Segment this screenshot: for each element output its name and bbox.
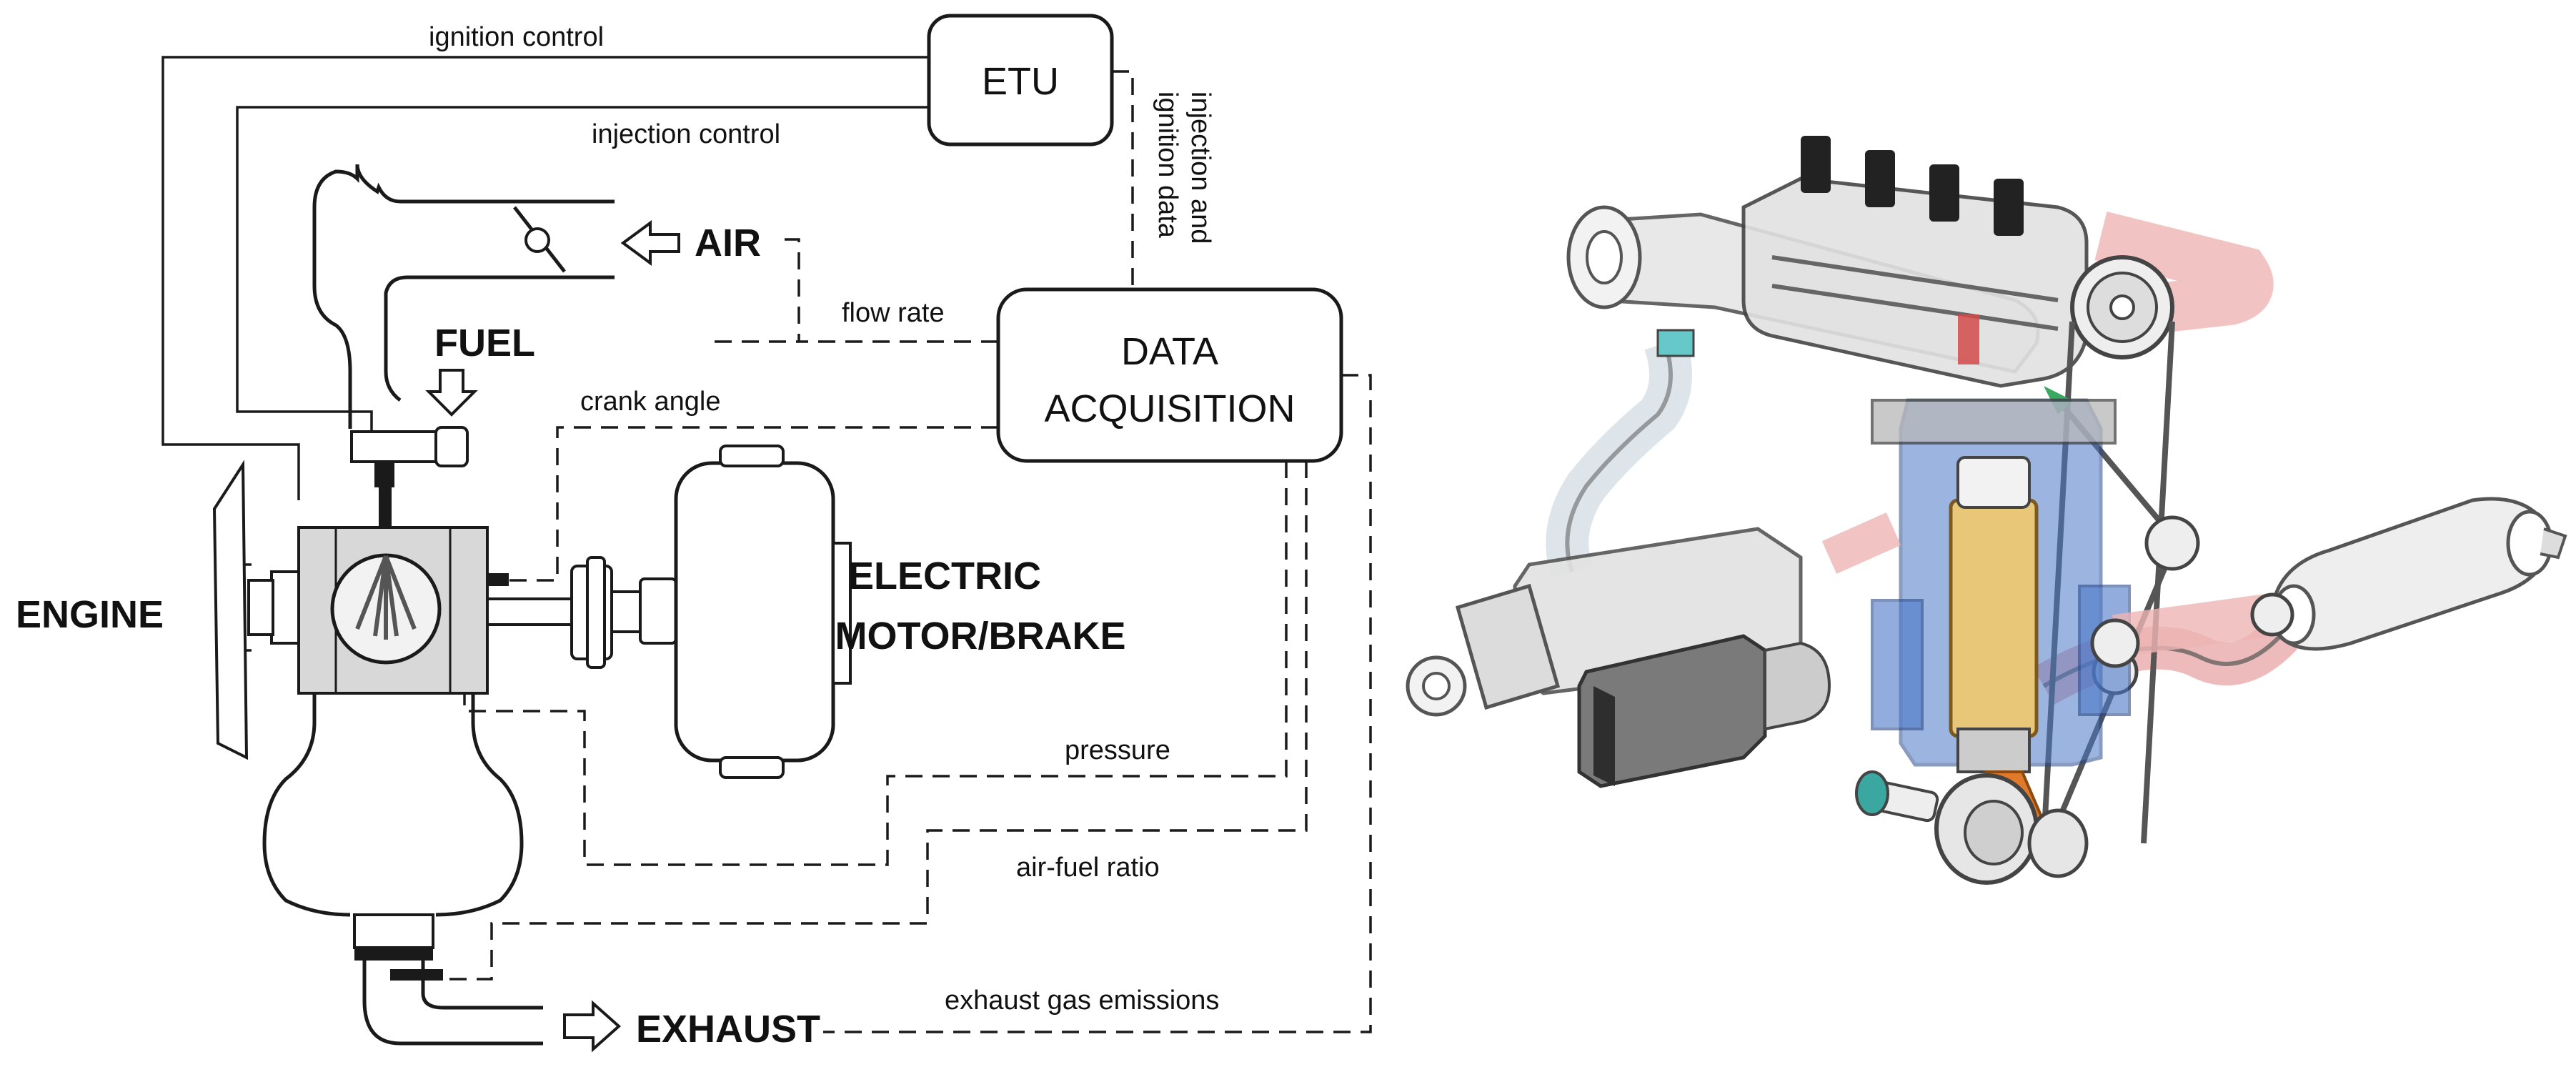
exhaust-label: EXHAUST bbox=[636, 1008, 820, 1051]
throttle-valve bbox=[513, 206, 566, 273]
cylinder-block bbox=[1871, 398, 2131, 773]
ignition-control-line bbox=[161, 56, 929, 500]
exhaust-outlet: EXHAUST bbox=[563, 1000, 820, 1053]
exhaust-arrow-icon bbox=[563, 1000, 622, 1053]
crankshaft bbox=[1855, 770, 2089, 885]
pressure-line bbox=[463, 461, 1288, 866]
exhaust-emissions-label: exhaust gas emissions bbox=[945, 986, 1219, 1016]
injection-control-label: injection control bbox=[592, 119, 780, 149]
flywheel-icon bbox=[212, 460, 249, 760]
motor-label-2: MOTOR/BRAKE bbox=[835, 615, 1125, 657]
air-inlet: AIR bbox=[620, 220, 761, 266]
fuel-injector bbox=[350, 426, 469, 529]
air-label: AIR bbox=[695, 222, 761, 264]
exhaust-emissions-line bbox=[823, 374, 1372, 1033]
flow-rate-label: flow rate bbox=[842, 298, 945, 328]
encoder bbox=[1577, 634, 1831, 788]
crank-angle-label: crank angle bbox=[580, 387, 720, 417]
air-fuel-ratio-label: air-fuel ratio bbox=[1016, 853, 1160, 883]
pressure-label: pressure bbox=[1065, 735, 1170, 765]
cam-pulley bbox=[2070, 255, 2174, 359]
data-acquisition-label-2: ACQUISITION bbox=[1044, 387, 1295, 430]
injection-control-line bbox=[236, 106, 929, 457]
data-acquisition-box: DATA ACQUISITION bbox=[996, 287, 1343, 463]
flow-rate-line bbox=[785, 238, 998, 343]
motor-label-1: ELECTRIC bbox=[848, 555, 1041, 597]
engine-label: ENGINE bbox=[16, 593, 164, 636]
air-arrow-icon bbox=[620, 220, 680, 266]
ignition-control-label: ignition control bbox=[429, 22, 604, 52]
schematic: ETU DATA ACQUISITION ignition control in… bbox=[16, 14, 1372, 1053]
electric-motor-brake: ELECTRIC MOTOR/BRAKE bbox=[674, 445, 1126, 779]
air-fuel-ratio-line bbox=[443, 461, 1308, 981]
intake-manifold bbox=[312, 164, 615, 429]
cad-engine-render bbox=[1406, 136, 2567, 885]
crank-angle-line bbox=[500, 426, 998, 582]
etu-box: ETU bbox=[927, 14, 1114, 147]
tensioner-pulley bbox=[2144, 515, 2200, 571]
fuel-arrow-icon bbox=[425, 369, 478, 417]
data-acquisition-label-1: DATA bbox=[1121, 330, 1218, 373]
cylinder-head bbox=[1741, 136, 2089, 388]
fuel-inlet: FUEL bbox=[425, 322, 535, 417]
exhaust-manifold bbox=[262, 693, 543, 1046]
muffler bbox=[2270, 497, 2567, 651]
injection-data-label-2: ignition data bbox=[1153, 91, 1183, 239]
drive-shaft bbox=[486, 556, 677, 669]
fuel-label: FUEL bbox=[434, 322, 535, 364]
injection-data-label-1: injection and bbox=[1185, 91, 1215, 244]
injection-ignition-data-line bbox=[1112, 70, 1134, 289]
engine-block bbox=[212, 460, 509, 760]
etu-label: ETU bbox=[982, 60, 1059, 103]
